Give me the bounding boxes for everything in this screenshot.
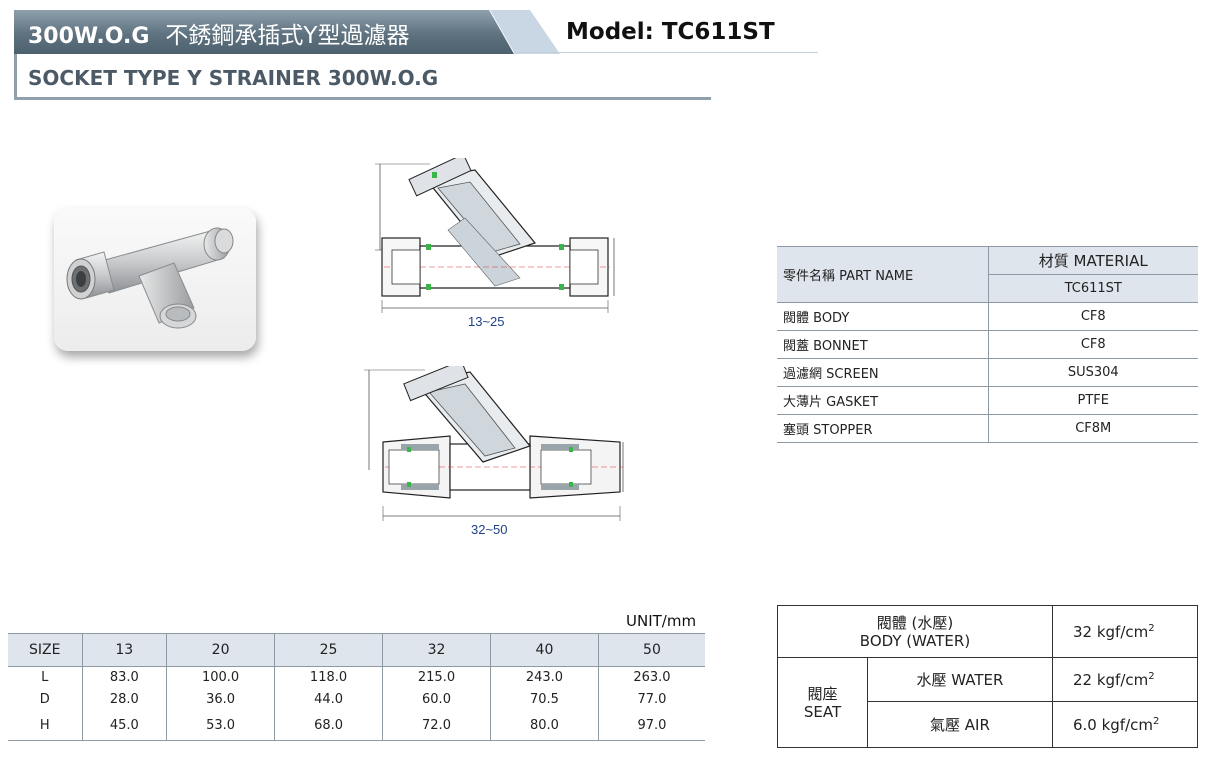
body-label-cn: 閥體 (水壓) xyxy=(876,613,954,632)
table-cell: 44.0 xyxy=(274,688,383,711)
dimension-table-header: SIZE 13 20 25 32 40 50 xyxy=(8,633,705,667)
table-row: H 45.0 53.0 68.0 72.0 80.0 97.0 xyxy=(8,710,705,741)
exponent: 2 xyxy=(1148,622,1155,634)
table-cell: 70.5 xyxy=(489,688,599,711)
part-name: 過濾網 SCREEN xyxy=(777,358,988,387)
water-pressure-value: 22 kgf/cm2 xyxy=(1051,657,1199,702)
size-header: SIZE xyxy=(8,633,82,667)
drawing-large-sizes xyxy=(364,366,624,521)
part-name: 閥蓋 BONNET xyxy=(777,330,988,359)
table-row: 塞頭 STOPPER CF8M xyxy=(777,414,1198,443)
material-table: 零件名稱 PART NAME 材質 MATERIAL TC611ST 閥體 BO… xyxy=(777,246,1198,443)
air-label: 氣壓 AIR xyxy=(867,701,1053,748)
part-material: CF8M xyxy=(987,414,1198,443)
table-cell: 118.0 xyxy=(274,666,383,689)
air-pressure-value: 6.0 kgf/cm2 xyxy=(1051,701,1199,748)
header-band xyxy=(14,10,514,54)
table-row: L 83.0 100.0 118.0 215.0 243.0 263.0 xyxy=(8,666,705,689)
value-text: 6.0 kgf/cm xyxy=(1072,715,1153,734)
table-row: 閥體 BODY CF8 xyxy=(777,302,1198,331)
part-material: PTFE xyxy=(987,386,1198,415)
subtitle-band xyxy=(14,54,711,100)
seat-label-en: SEAT xyxy=(803,702,842,721)
table-cell: 215.0 xyxy=(382,666,491,689)
part-material: SUS304 xyxy=(987,358,1198,387)
table-cell: 80.0 xyxy=(489,710,599,741)
table-row: 閥座 SEAT 水壓 WATER 22 kgf/cm2 xyxy=(777,657,1199,748)
table-cell: 60.0 xyxy=(382,688,491,711)
table-cell: 97.0 xyxy=(597,710,705,741)
table-cell: 72.0 xyxy=(382,710,491,741)
dimension-table: SIZE 13 20 25 32 40 50 L 83.0 100.0 118.… xyxy=(8,633,705,741)
pressure-class: 300W.O.G xyxy=(28,24,150,49)
table-cell: 28.0 xyxy=(81,688,167,711)
body-pressure-value: 32 kgf/cm2 xyxy=(1051,605,1199,658)
table-row: D 28.0 36.0 44.0 60.0 70.5 77.0 xyxy=(8,688,705,711)
part-name: 塞頭 STOPPER xyxy=(777,414,988,443)
table-row: 大薄片 GASKET PTFE xyxy=(777,386,1198,415)
table-cell: 77.0 xyxy=(597,688,705,711)
table-row: 氣壓 AIR 6.0 kgf/cm2 xyxy=(778,701,1199,748)
size-column: 25 xyxy=(274,633,383,667)
exponent: 2 xyxy=(1148,670,1155,682)
part-material: CF8 xyxy=(987,302,1198,331)
model-number: Model: TC611ST xyxy=(566,19,775,45)
size-column: 20 xyxy=(166,633,275,667)
table-cell: 53.0 xyxy=(166,710,275,741)
table-cell: 83.0 xyxy=(81,666,167,689)
size-column: 40 xyxy=(489,633,599,667)
product-photo xyxy=(54,208,256,351)
material-model: TC611ST xyxy=(987,274,1198,303)
seat-label: 閥座 SEAT xyxy=(777,657,868,748)
table-row: 閥體 (水壓) BODY (WATER) 32 kgf/cm2 xyxy=(777,605,1199,658)
material-table-header: 零件名稱 PART NAME 材質 MATERIAL xyxy=(777,246,1198,303)
title-chinese: 不銹鋼承插式Y型過濾器 xyxy=(165,23,410,49)
drawing-small-sizes xyxy=(375,158,615,313)
part-name-header: 零件名稱 PART NAME xyxy=(777,246,988,303)
range-label-small: 13~25 xyxy=(468,314,505,329)
table-cell: 100.0 xyxy=(166,666,275,689)
part-name: 閥體 BODY xyxy=(777,302,988,331)
material-header: 材質 MATERIAL xyxy=(987,246,1198,275)
table-row: 過濾網 SCREEN SUS304 xyxy=(777,358,1198,387)
value-text: 22 kgf/cm xyxy=(1072,670,1149,689)
exponent: 2 xyxy=(1153,715,1160,727)
page-title: 300W.O.G 不銹鋼承插式Y型過濾器 xyxy=(28,16,409,50)
body-label-en: BODY (WATER) xyxy=(859,631,971,650)
size-column: 32 xyxy=(382,633,491,667)
subtitle: SOCKET TYPE Y STRAINER 300W.O.G xyxy=(28,66,439,90)
row-label: H xyxy=(8,710,82,741)
table-row: 閥蓋 BONNET CF8 xyxy=(777,330,1198,359)
size-column: 50 xyxy=(597,633,705,667)
value-text: 32 kgf/cm xyxy=(1072,622,1149,641)
range-label-large: 32~50 xyxy=(471,522,508,537)
table-cell: 243.0 xyxy=(489,666,599,689)
size-column: 13 xyxy=(81,633,167,667)
pressure-table: 閥體 (水壓) BODY (WATER) 32 kgf/cm2 閥座 SEAT … xyxy=(777,605,1199,748)
y-strainer-render-icon xyxy=(66,227,234,329)
row-label: L xyxy=(41,670,49,686)
body-pressure-label: 閥體 (水壓) BODY (WATER) xyxy=(777,605,1053,658)
row-label: D xyxy=(39,692,50,707)
part-material: CF8 xyxy=(987,330,1198,359)
seat-label-cn: 閥座 xyxy=(807,684,838,703)
table-cell: 68.0 xyxy=(274,710,383,741)
table-cell: 45.0 xyxy=(81,710,167,741)
table-cell: 36.0 xyxy=(166,688,275,711)
part-name: 大薄片 GASKET xyxy=(777,386,988,415)
unit-label: UNIT/mm xyxy=(626,612,697,630)
header-rule xyxy=(514,52,818,53)
table-cell: 263.0 xyxy=(597,666,705,689)
water-label: 水壓 WATER xyxy=(867,657,1053,702)
